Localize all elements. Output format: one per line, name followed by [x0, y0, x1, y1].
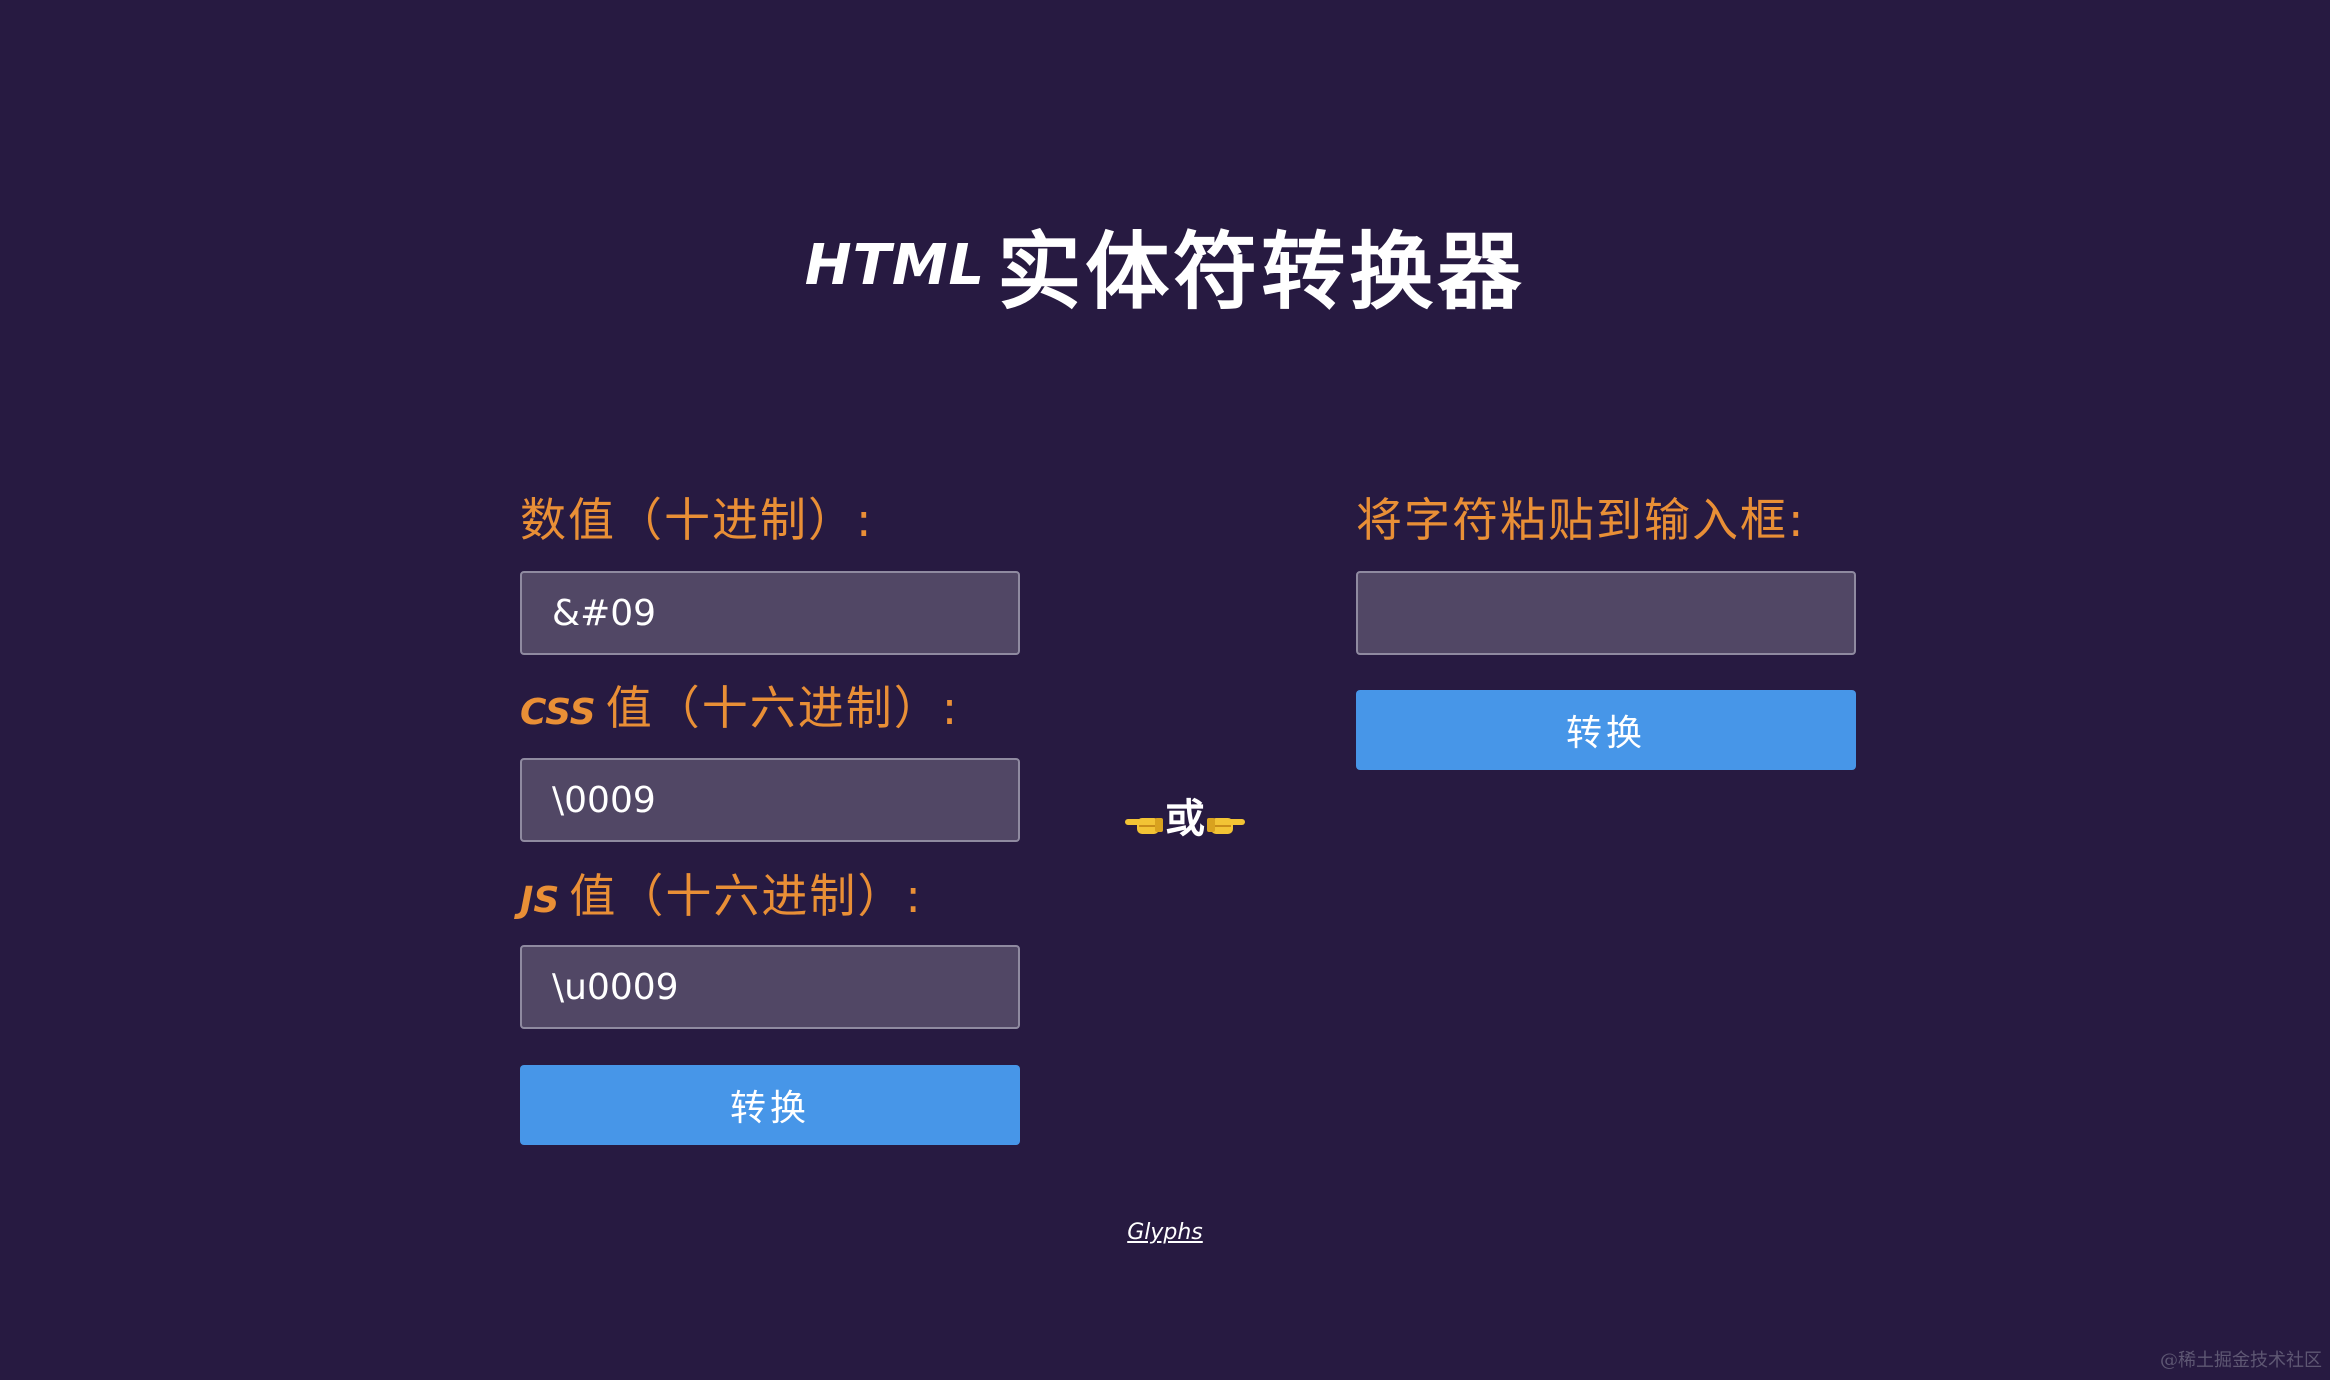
decimal-label: 数值（十进制）: — [520, 493, 874, 547]
page-title: HTML 实体符转换器 — [0, 210, 2330, 321]
glyphs-link[interactable]: Glyphs — [1127, 1220, 1203, 1245]
css-hex-label-prefix: CSS — [520, 692, 596, 733]
or-divider: 或 — [1110, 785, 1260, 845]
css-hex-input[interactable]: \0009 — [520, 758, 1020, 842]
js-hex-input[interactable]: \u0009 — [520, 945, 1020, 1029]
page-title-cjk: 实体符转换器 — [997, 222, 1526, 321]
css-hex-label-text: 值（十六进制）: — [605, 681, 960, 735]
decimal-input-value: &#09 — [552, 592, 657, 634]
js-hex-label-prefix: JS — [520, 880, 560, 921]
right-convert-button[interactable]: 转换 — [1356, 690, 1856, 770]
decimal-input[interactable]: &#09 — [520, 571, 1020, 655]
css-hex-input-value: \0009 — [552, 779, 656, 821]
paste-label: 将字符粘贴到输入框: — [1356, 493, 1806, 547]
js-hex-label-text: 值（十六进制）: — [569, 869, 923, 923]
paste-input[interactable] — [1356, 571, 1856, 655]
pointing-left-hand-icon — [1125, 802, 1165, 834]
watermark: @稀土掘金技术社区 — [2160, 1350, 2322, 1371]
or-label: 或 — [1165, 796, 1205, 842]
pointing-right-hand-icon — [1205, 802, 1245, 834]
page-title-latin: HTML — [804, 232, 986, 298]
left-convert-button[interactable]: 转换 — [520, 1065, 1020, 1145]
js-hex-input-value: \u0009 — [552, 966, 679, 1008]
